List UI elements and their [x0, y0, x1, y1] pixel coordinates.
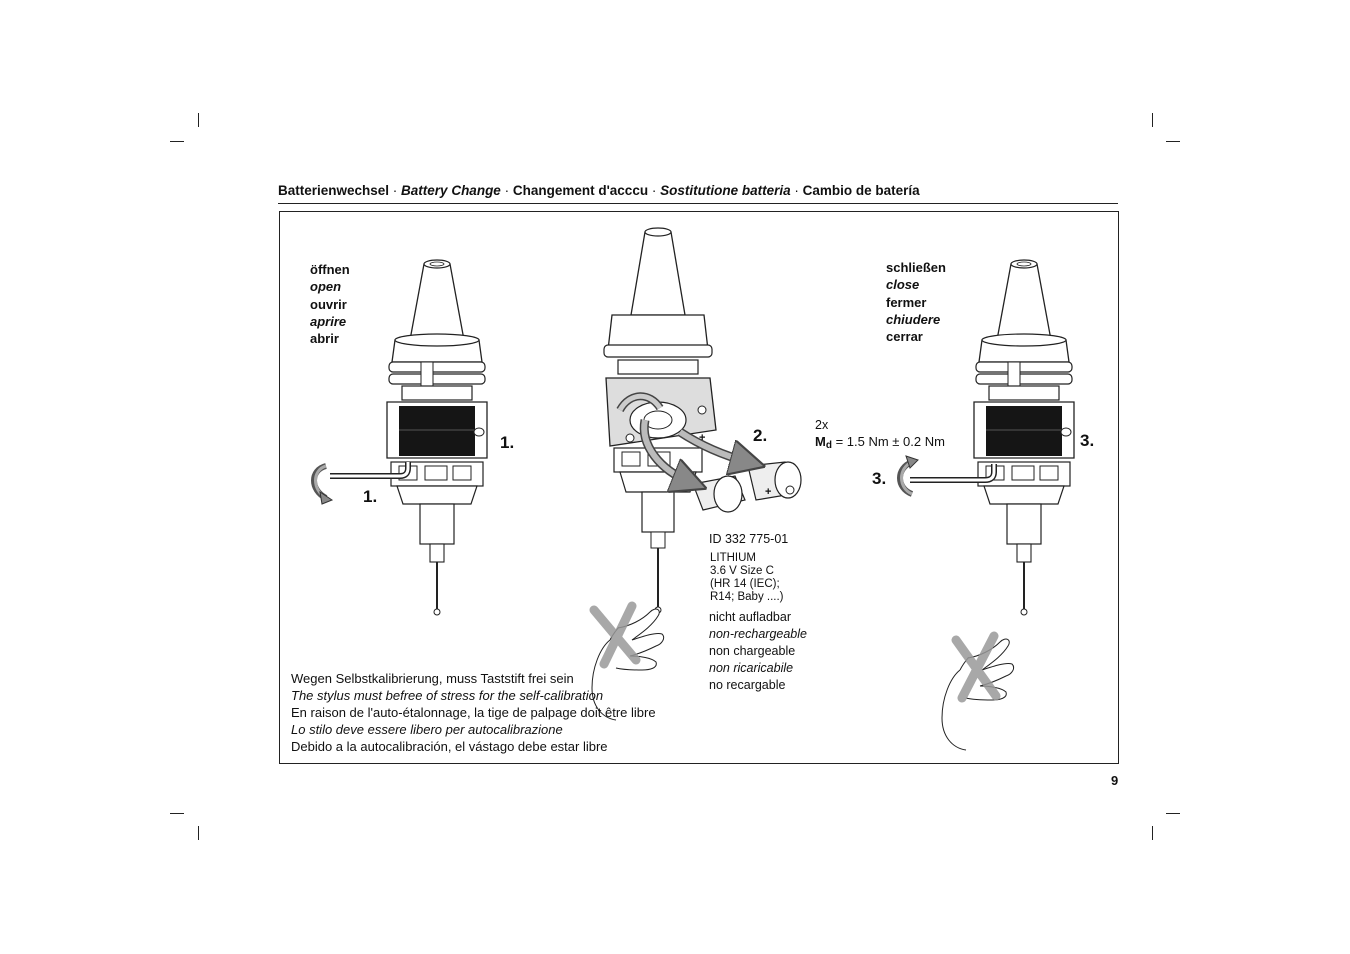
stylus-note-es: Debido a la autocalibración, el vástago … — [291, 739, 608, 754]
probe-middle-illustration — [603, 227, 717, 614]
step-2-label: 2. — [753, 426, 768, 445]
crop-mark — [198, 113, 199, 127]
torque-count: 2x — [815, 418, 829, 432]
page-title: Batterienwechsel · Battery Change · Chan… — [278, 183, 920, 198]
title-separator: · — [500, 183, 513, 198]
title-it: Sostitutione batteria — [660, 183, 791, 198]
step-1-label: 1. — [363, 487, 378, 506]
crop-mark — [1152, 826, 1153, 840]
battery-note-de: nicht aufladbar — [709, 610, 792, 624]
torque-spec: Md = 1.5 Nm ± 0.2 Nm — [815, 433, 945, 454]
battery-spec: LITHIUM 3.6 V Size C (HR 14 (IEC); R14; … — [710, 552, 784, 604]
battery-plus-sign: + — [699, 432, 706, 444]
torque-value: = 1.5 Nm ± 0.2 Nm — [835, 434, 945, 449]
battery-spec-line: 3.6 V Size C — [710, 565, 774, 577]
step-3-label: 3. — [872, 469, 887, 488]
cross-out-icon — [951, 631, 1001, 703]
title-separator: · — [790, 183, 803, 198]
battery-illustration — [692, 461, 802, 513]
battery-spec-line: R14; Baby ....) — [710, 591, 784, 603]
crop-mark — [1166, 813, 1180, 814]
illustration-frame — [279, 211, 1119, 764]
stylus-note-it: Lo stilo deve essere libero per autocali… — [291, 722, 563, 737]
cross-out-icon — [589, 601, 641, 669]
open-labels: öffnen open ouvrir aprire abrir — [310, 261, 350, 347]
battery-spec-line: LITHIUM — [710, 552, 756, 564]
probe-right-illustration — [973, 259, 1075, 616]
open-label-it: aprire — [310, 313, 347, 329]
open-label-en: open — [310, 279, 342, 295]
battery-note-en: non-rechargeable — [709, 627, 807, 641]
close-labels: schließen close fermer chiudere cerrar — [886, 259, 946, 345]
title-separator: · — [648, 183, 661, 198]
title-separator: · — [389, 183, 402, 198]
step-1-label: 1. — [500, 433, 515, 452]
crop-mark — [170, 141, 184, 142]
close-label-fr: fermer — [886, 294, 927, 310]
battery-id: ID 332 775-01 — [709, 532, 789, 546]
title-fr: Changement d'acccu — [512, 183, 649, 198]
battery-note-es: no recargable — [709, 678, 786, 692]
title-de: Batterienwechsel — [278, 183, 390, 198]
close-label-de: schließen — [886, 260, 946, 275]
header-rule — [278, 203, 1118, 204]
stylus-note-en: The stylus must befree of stress for the… — [291, 688, 604, 703]
hand-illustration — [941, 638, 1015, 751]
crop-mark — [1152, 113, 1153, 127]
crop-mark — [198, 826, 199, 840]
close-label-es: cerrar — [886, 329, 923, 345]
open-label-fr: ouvrir — [310, 296, 347, 312]
close-label-en: close — [886, 277, 920, 293]
stylus-note-de: Wegen Selbstkalibrierung, muss Taststift… — [291, 671, 574, 686]
title-es: Cambio de batería — [802, 183, 920, 198]
step-3-label: 3. — [1080, 431, 1095, 450]
open-label-es: abrir — [310, 331, 339, 347]
crop-mark — [1166, 141, 1180, 142]
battery-plus-sign: + — [765, 486, 772, 498]
stylus-note: Wegen Selbstkalibrierung, muss Taststift… — [291, 670, 656, 755]
battery-note-fr: non chargeable — [709, 644, 796, 658]
close-label-it: chiudere — [886, 311, 941, 327]
crop-mark — [170, 813, 184, 814]
torque-subscript: d — [825, 440, 832, 451]
open-label-de: öffnen — [310, 262, 350, 277]
title-en: Battery Change — [401, 183, 501, 198]
probe-left-illustration — [386, 259, 488, 616]
battery-note-it: non ricaricabile — [709, 661, 794, 675]
stylus-note-fr: En raison de l'auto-étalonnage, la tige … — [291, 705, 656, 720]
battery-notes: nicht aufladbar non-rechargeable non cha… — [709, 609, 807, 694]
battery-spec-line: (HR 14 (IEC); — [710, 578, 780, 590]
torque-symbol: M — [815, 434, 826, 449]
page-number: 9 — [1111, 773, 1119, 788]
